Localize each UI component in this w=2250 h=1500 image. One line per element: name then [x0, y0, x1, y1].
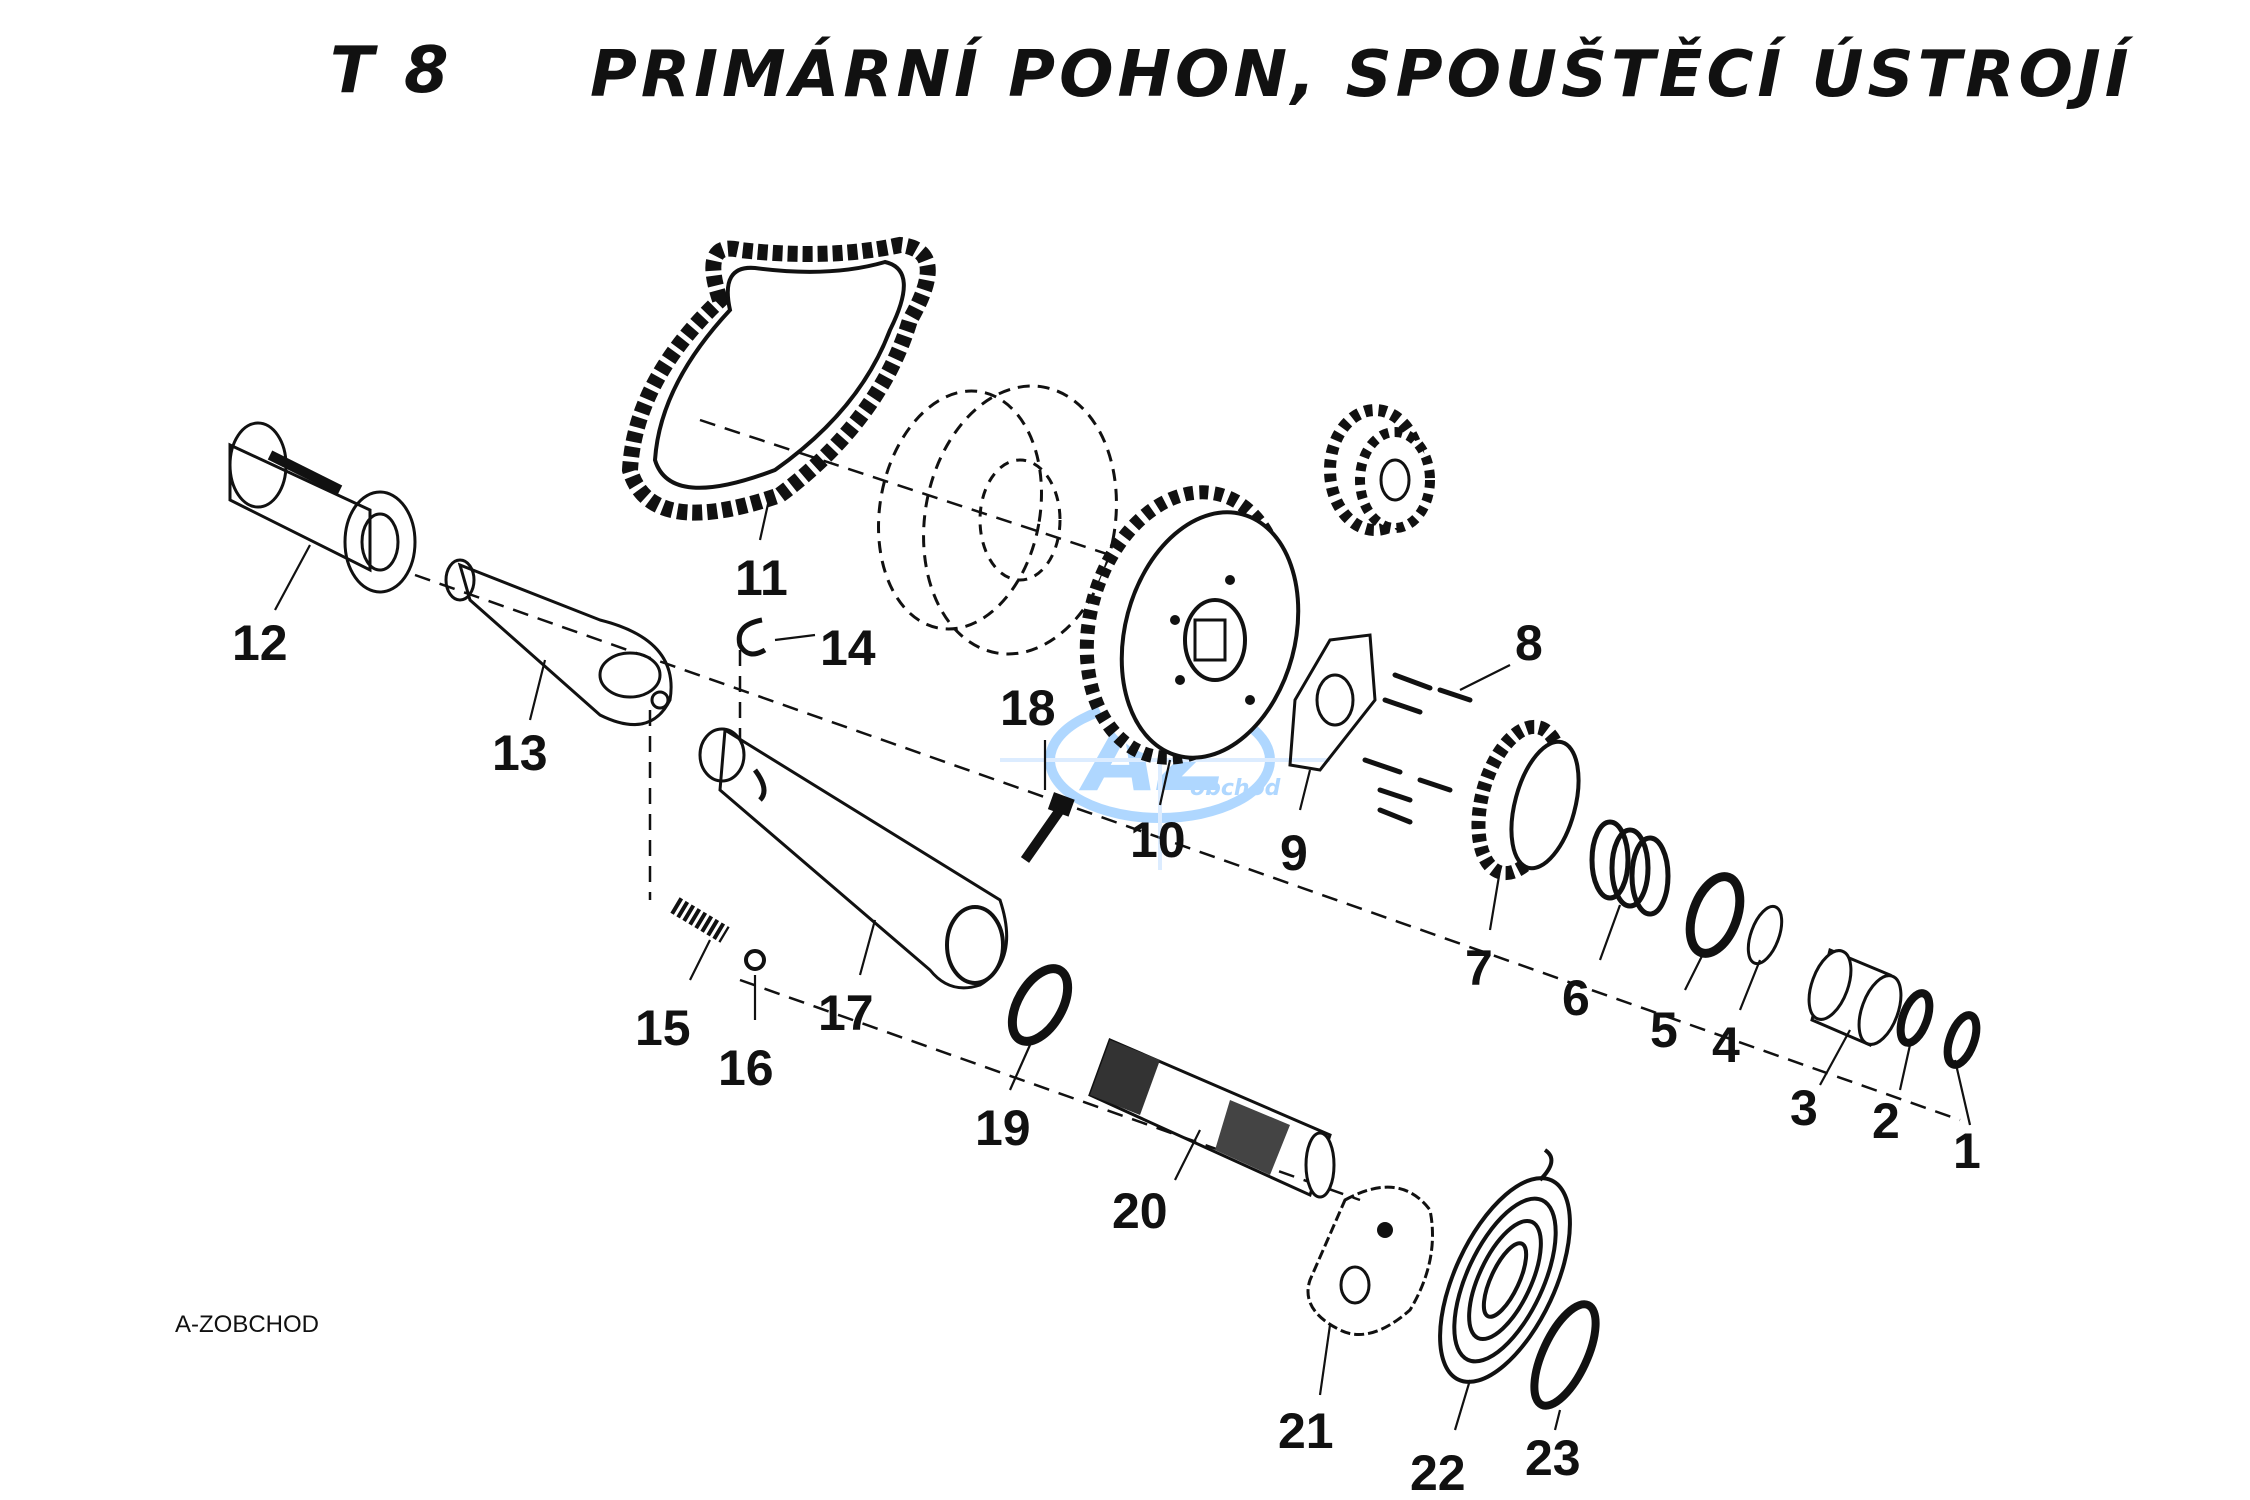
part-9-thrust-plate	[1288, 633, 1377, 772]
part-17-kickstart-lever	[698, 727, 1009, 990]
callout-23: 23	[1525, 1430, 1581, 1486]
callout-13: 13	[492, 725, 548, 781]
diagram-header: T 8 PRIMÁRNÍ POHON, SPOUŠTĚCÍ ÚSTROJÍ	[330, 34, 2134, 112]
part-10-clutch-sprocket	[1079, 485, 1301, 765]
callout-3: 3	[1790, 1080, 1818, 1136]
callout-10: 10	[1130, 812, 1186, 868]
part-14-clip	[736, 617, 767, 657]
callout-7: 7	[1465, 940, 1493, 996]
part-12-pedal-grip	[228, 421, 417, 594]
part-6-spring	[1589, 819, 1671, 917]
callout-12: 12	[232, 615, 288, 671]
engine-sprocket	[1324, 404, 1435, 536]
callout-15: 15	[635, 1000, 691, 1056]
part-3-bushing	[1807, 947, 1903, 1048]
part-5-washer	[1685, 872, 1745, 958]
part-1-washer	[1943, 1011, 1981, 1069]
callout-19: 19	[975, 1100, 1031, 1156]
source-label: A-ZOBCHOD	[175, 1311, 319, 1338]
callout-leaders	[274, 494, 1972, 1431]
part-13-pedal-arm	[444, 558, 673, 727]
callout-4: 4	[1712, 1017, 1740, 1073]
table-code: T 8	[330, 34, 452, 108]
part-2-washer	[1896, 989, 1934, 1047]
part-19-washer	[1007, 964, 1073, 1046]
callout-2: 2	[1872, 1093, 1900, 1149]
callout-18: 18	[1000, 680, 1056, 736]
callout-9: 9	[1280, 825, 1308, 881]
callout-8: 8	[1515, 615, 1543, 671]
part-7-ratchet-gear	[1471, 719, 1581, 881]
part-11-primary-chain	[621, 236, 936, 521]
part-21-ratchet-segment	[1306, 1185, 1434, 1336]
part-15-spring-pin	[670, 897, 730, 943]
svg-text:obchod: obchod	[1190, 776, 1281, 801]
part-8-screws	[1362, 672, 1473, 825]
part-20-kickstart-shaft	[1088, 1037, 1336, 1199]
part-16-ball	[744, 949, 766, 971]
callout-14: 14	[820, 620, 876, 676]
callout-17: 17	[818, 985, 874, 1041]
callout-20: 20	[1112, 1183, 1168, 1239]
callout-11: 11	[735, 550, 788, 606]
callout-22: 22	[1410, 1445, 1466, 1500]
callout-5: 5	[1650, 1002, 1678, 1058]
callout-1: 1	[1953, 1123, 1981, 1179]
page-title: PRIMÁRNÍ POHON, SPOUŠTĚCÍ ÚSTROJÍ	[590, 36, 2134, 112]
callout-16: 16	[718, 1040, 774, 1096]
part-23-washer	[1530, 1300, 1600, 1410]
part-18-bolt	[1020, 792, 1075, 863]
part-4-circlip	[1746, 904, 1784, 966]
part-22-return-spring	[1438, 1148, 1572, 1384]
callout-21: 21	[1278, 1403, 1334, 1459]
callout-6: 6	[1562, 970, 1590, 1026]
callout-numbers: 1 2 3 4 5 6 7 8 9 10 11 12 13 14 15 16 1…	[232, 550, 1981, 1500]
